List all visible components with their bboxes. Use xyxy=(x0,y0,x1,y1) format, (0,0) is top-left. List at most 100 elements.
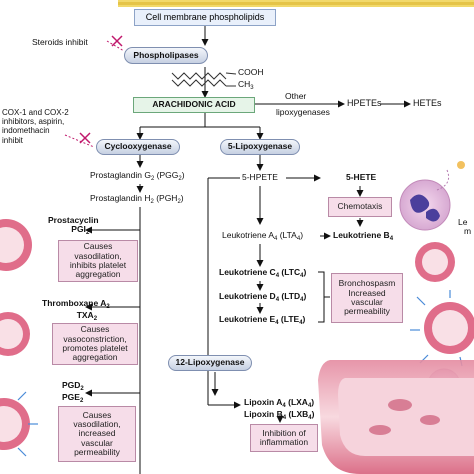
lta4-paren-sub: 4 xyxy=(296,236,301,242)
ltb4-label: Leukotriene B4 xyxy=(333,230,394,243)
pgh2-text: Prostaglandin H xyxy=(90,193,151,203)
ltc4-sub: 4 xyxy=(275,273,280,279)
inhibition-line2: inflammation xyxy=(259,437,309,447)
prostacyclin-effect-line2: vasodilation, xyxy=(74,250,122,261)
lta4-text: Leukotriene A xyxy=(222,230,274,240)
steroids-inhibit-label: Steroids inhibit xyxy=(32,37,88,47)
thromboxane-effect-line3: promotes platelet xyxy=(62,343,128,353)
blood-vessel-tube xyxy=(318,360,474,474)
cox-inhibitors-label: COX-1 and COX-2 inhibitors, aspirin, ind… xyxy=(2,108,69,145)
ltc4-close: ) xyxy=(303,267,307,277)
pgg2-sub: 2 xyxy=(150,176,155,182)
prostacyclin-effect-line1: Causes xyxy=(83,241,113,252)
thromboxane-effect-line1: Causes xyxy=(80,324,110,335)
arachidonic-acid-label: ARACHIDONIC ACID xyxy=(152,99,236,110)
ltc4-paren: (LTC xyxy=(279,267,301,277)
hpetes-label: HPETEs xyxy=(347,98,382,108)
lxa4-close: ) xyxy=(311,397,315,407)
cox-inhibitors-line3: indomethacin xyxy=(2,126,50,136)
other-line1: Other xyxy=(285,91,307,101)
edge-text: Le m xyxy=(458,217,472,237)
lte4-sub: 4 xyxy=(275,320,279,326)
arachidonic-molecule xyxy=(171,72,237,87)
prostacyclin-pgi: PGI xyxy=(71,224,86,235)
txa-text: TXA xyxy=(76,309,94,320)
lte4-close: ) xyxy=(302,314,306,324)
pge2-sub: 2 xyxy=(79,397,84,404)
thromboxane-label: Thromboxane A2 TXA2 xyxy=(42,298,110,323)
edge-text-line2: m xyxy=(464,226,472,237)
pgg2-label: Prostaglandin G2 (PGG2) xyxy=(90,170,185,183)
membrane-phospholipids-box: Cell membrane phospholipids xyxy=(134,9,276,26)
ltd4-sub: 4 xyxy=(275,297,280,303)
5-lipoxygenase-label: 5-Lipoxygenase xyxy=(227,141,293,152)
lte4-paren: (LTE xyxy=(278,314,300,324)
ltd4-paren-sub: 4 xyxy=(300,297,304,303)
chemotaxis-label: Chemotaxis xyxy=(337,201,383,212)
thromboxane-effect-line4: aggregation xyxy=(72,352,118,363)
broncho-line3: vascular xyxy=(351,297,383,307)
lte4-paren-sub: 4 xyxy=(299,320,303,326)
broncho-line2: Increased xyxy=(348,287,386,298)
12-lipoxygenase-label: 12-Lipoxygenase xyxy=(175,357,245,368)
lxb4-paren: (LXB xyxy=(286,408,309,419)
phospholipases-box: Phospholipases xyxy=(124,47,208,64)
chemotaxis-box: Chemotaxis xyxy=(328,197,392,217)
ltd4-label: Leukotriene D4 (LTD4) xyxy=(219,291,306,304)
broncho-line1: Bronchospasm xyxy=(338,278,396,289)
thromboxane-effect-box: Causes vasoconstriction, promotes platel… xyxy=(52,323,138,365)
lxa4-paren: (LXA xyxy=(285,397,308,407)
pge2-line: PGE2 xyxy=(62,391,84,405)
thromboxane-line2: TXA2 xyxy=(42,309,110,323)
cooh-label: COOH xyxy=(238,67,264,77)
cox-inhibitors-line1: COX-1 and COX-2 xyxy=(2,108,69,117)
prostacyclin-line2: PGI2 xyxy=(48,225,99,237)
pge2-text: PGE xyxy=(62,391,80,402)
lta4-label: Leukotriene A4 (LTA4) xyxy=(222,230,304,243)
lte4-text: Leukotriene E xyxy=(219,314,276,324)
inhibition-line1: Inhibition of xyxy=(262,427,306,438)
pgh2-label: Prostaglandin H2 (PGH2) xyxy=(90,193,184,206)
pgd2-sub: 2 xyxy=(80,386,84,392)
ch3-label: CH3 xyxy=(238,79,254,92)
thromboxane-line1: Thromboxane A2 xyxy=(42,298,110,311)
ch3-sub: 3 xyxy=(250,85,254,91)
pgg2-paren: (PGG xyxy=(154,170,179,180)
pgd2-line: PGD2 xyxy=(62,380,84,393)
cox-inhibitors-line2: inhibitors, aspirin, xyxy=(2,117,65,127)
pgh2-sub: 2 xyxy=(150,199,154,205)
pgg2-text: Prostaglandin G xyxy=(90,170,151,180)
pgd-effect-line5: permeability xyxy=(74,447,120,458)
lta4-paren: (LTA xyxy=(277,230,297,240)
thromboxane-sub: 2 xyxy=(106,304,110,310)
pathway-arrows xyxy=(85,26,411,474)
ltb4-text: Leukotriene B xyxy=(333,230,390,240)
cox-inhibitors-line4: inhibit xyxy=(2,135,23,145)
5-hpete-label: 5-HPETE xyxy=(242,172,278,182)
broncho-line4: permeability xyxy=(344,306,390,317)
lipoxins-label: Lipoxin A4 (LXA4) Lipoxin B4 (LXB4) xyxy=(244,397,315,422)
vessel-illustration-left xyxy=(0,219,38,457)
pgg2-paren-sub: 2 xyxy=(178,176,182,182)
lxa4-paren-sub: 4 xyxy=(307,403,312,409)
lta4-sub: 4 xyxy=(273,236,278,242)
pgh2-paren: (PGH xyxy=(153,193,178,203)
lxb4-line: Lipoxin B4 (LXB4) xyxy=(244,408,314,422)
cyclooxygenase-label: Cyclooxygenase xyxy=(104,141,172,152)
lta4-close: ) xyxy=(300,230,304,240)
pgd-effect-line3: increased xyxy=(78,428,116,439)
ltd4-text: Leukotriene D xyxy=(219,291,276,301)
prostacyclin-effect-line4: aggregation xyxy=(75,269,121,280)
ltb4-sub: 4 xyxy=(389,236,394,242)
lxa4-sub: 4 xyxy=(282,403,286,409)
ltd4-paren: (LTD xyxy=(279,291,301,301)
hetes-label: HETEs xyxy=(413,98,442,108)
pgd-effect-box: Causes vasodilation, increased vascular … xyxy=(58,406,136,462)
12-lipoxygenase-box: 12-Lipoxygenase xyxy=(168,355,252,371)
phospholipases-label: Phospholipases xyxy=(133,49,199,60)
pgd-effect-line4: vascular xyxy=(81,437,113,448)
other-lipoxygenases-label: Other xyxy=(285,91,307,101)
pgd-pge-label: PGD2 PGE2 xyxy=(62,380,84,405)
